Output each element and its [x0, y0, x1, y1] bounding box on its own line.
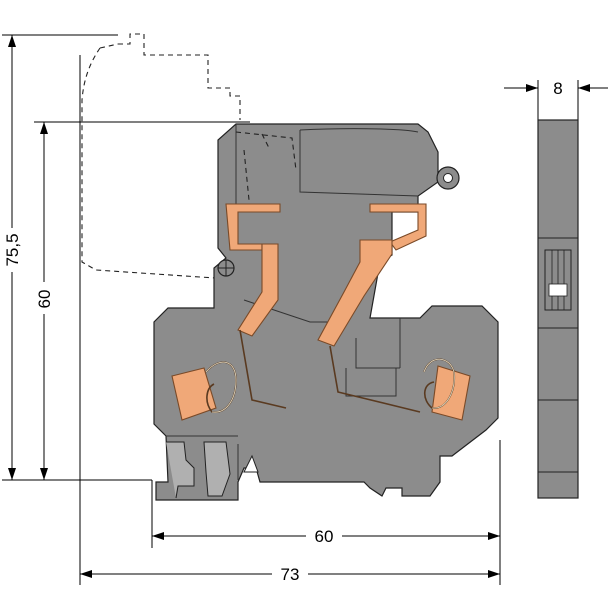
- din-rail-foot: [166, 441, 195, 499]
- side-view: [537, 119, 579, 499]
- extension-lines: [2, 34, 579, 585]
- dimension-height-body: 60: [34, 122, 54, 480]
- width-body-label: 60: [315, 527, 334, 546]
- dimension-width-body: 60: [152, 525, 500, 547]
- height-total-label: 75,5: [3, 233, 22, 266]
- open-fuse-holder-outline: [81, 33, 241, 279]
- warning-triangle-icon: [243, 454, 259, 473]
- dimension-thickness: 8: [504, 79, 608, 98]
- terminal-housing: [153, 123, 499, 501]
- dimension-width-total: 73: [80, 563, 500, 585]
- thickness-label: 8: [553, 79, 562, 98]
- right-contact: [317, 203, 471, 421]
- width-total-label: 73: [281, 565, 300, 584]
- dimension-height-total: 75,5: [2, 35, 22, 480]
- height-body-label: 60: [35, 290, 54, 309]
- left-contact: [171, 203, 287, 421]
